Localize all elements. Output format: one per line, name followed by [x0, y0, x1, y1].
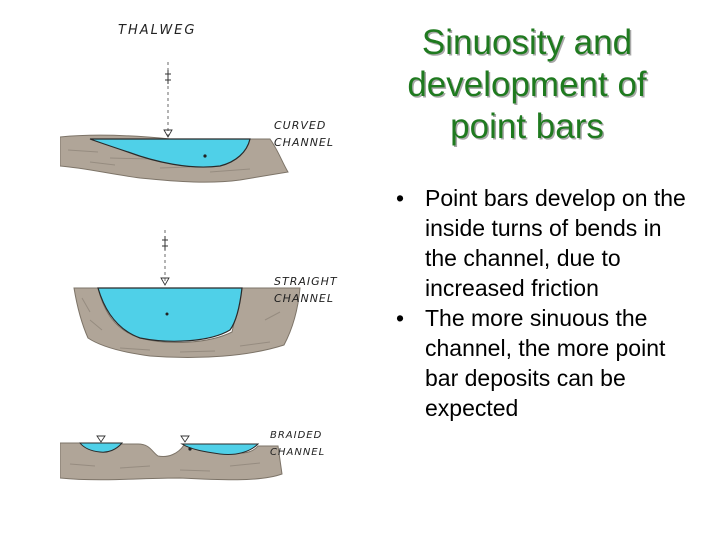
curved-channel-label: CURVED CHANNEL: [274, 117, 334, 151]
curved-thalweg-dot: [203, 154, 206, 157]
straight-thalweg-dot: [166, 313, 169, 316]
bullet-dot: •: [396, 183, 404, 213]
channel-diagram: THALWEG CURVED CHANNEL STRAIGHT CHANNEL …: [60, 0, 360, 540]
straight-thalweg-tick: [162, 236, 168, 250]
braided-channel-label-line1: BRAIDED: [270, 427, 325, 444]
braided-channel-label: BRAIDED CHANNEL: [270, 427, 325, 461]
curved-thalweg-tick: [165, 70, 171, 84]
bullet-text: The more sinuous the channel, the more p…: [425, 305, 665, 421]
braided-marker-right: [181, 436, 189, 442]
bullet-text: Point bars develop on the inside turns o…: [425, 185, 686, 301]
braided-thalweg-dot: [188, 447, 191, 450]
straight-channel-label-line1: STRAIGHT: [274, 273, 338, 290]
straight-channel-label: STRAIGHT CHANNEL: [274, 273, 338, 307]
bullet-list: • Point bars develop on the inside turns…: [392, 183, 692, 423]
curved-channel-section: [60, 62, 288, 182]
straight-channel-section: [74, 230, 300, 358]
bullet-dot: •: [396, 303, 404, 333]
curved-channel-label-line1: CURVED: [274, 117, 334, 134]
thalweg-label: THALWEG: [118, 22, 196, 39]
bullet-item: • The more sinuous the channel, the more…: [392, 303, 692, 423]
braided-channel-label-line2: CHANNEL: [270, 444, 325, 461]
straight-channel-label-line2: CHANNEL: [274, 290, 338, 307]
curved-channel-label-line2: CHANNEL: [274, 134, 334, 151]
braided-channel-section: [60, 436, 282, 480]
bullet-item: • Point bars develop on the inside turns…: [392, 183, 692, 303]
braided-marker-left: [97, 436, 105, 442]
slide-title: Sinuosity and development of point bars: [372, 22, 682, 148]
